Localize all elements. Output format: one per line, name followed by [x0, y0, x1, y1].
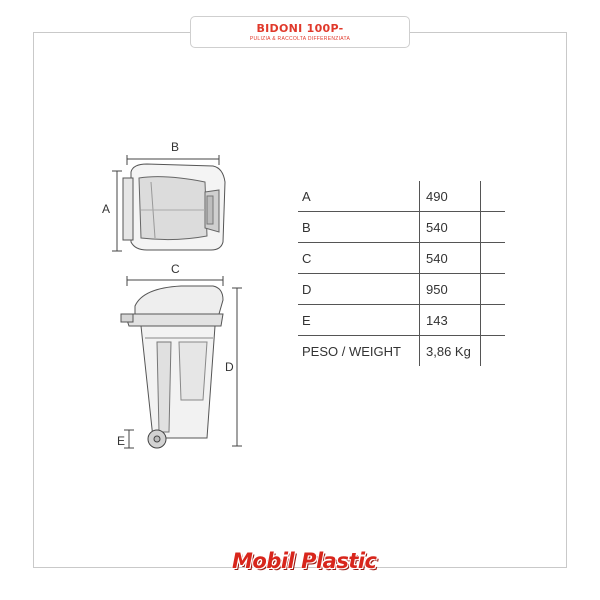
spec-extra-cell [481, 336, 506, 367]
spec-extra-cell [480, 181, 505, 212]
product-subtitle: PULIZIA & RACCOLTA DIFFERENZIATA [249, 36, 351, 42]
spec-value: 950 [419, 273, 481, 305]
bin-technical-drawing: B A C D E [95, 138, 255, 463]
dimension-label-e: E [117, 434, 126, 448]
spec-label: PESO / WEIGHT [302, 343, 401, 359]
spec-row: C 540 [298, 242, 505, 274]
spec-label: D [298, 273, 420, 305]
spec-label: B [298, 211, 420, 243]
spec-row: PESO / WEIGHT 3,86 Kg [298, 335, 506, 367]
spec-value: 490 [419, 181, 481, 212]
spec-value: 540 [419, 242, 481, 274]
spec-extra-cell [480, 304, 505, 336]
bin-top-view [122, 163, 226, 251]
spec-row: E 143 [298, 304, 505, 336]
dimension-label-b: B [171, 140, 180, 154]
spec-value: 3,86 Kg [419, 335, 481, 366]
spec-table: A 490 B 540 C 540 D 950 E 143 PESO / WEI… [298, 181, 505, 366]
spec-label: A [298, 181, 420, 212]
bin-side-view [120, 285, 224, 449]
product-title: BIDONI 100P- [256, 22, 344, 35]
dimension-label-c: C [171, 262, 180, 276]
spec-label: C [298, 242, 420, 274]
bin-drawing-svg [112, 155, 242, 449]
spec-row: A 490 [298, 181, 505, 212]
spec-extra-cell [480, 242, 505, 274]
spec-value: 540 [419, 211, 481, 243]
spec-value: 143 [419, 304, 481, 336]
dimension-label-a: A [102, 202, 111, 216]
spec-label: E [298, 304, 420, 336]
spec-extra-cell [480, 211, 505, 243]
dimension-label-d: D [225, 360, 234, 374]
spec-row: D 950 [298, 273, 505, 305]
header-box: BIDONI 100P- PULIZIA & RACCOLTA DIFFEREN… [190, 16, 410, 48]
brand-logo: Mobil Plastic [232, 549, 377, 573]
spec-row: B 540 [298, 211, 505, 243]
spec-extra-cell [480, 273, 505, 305]
